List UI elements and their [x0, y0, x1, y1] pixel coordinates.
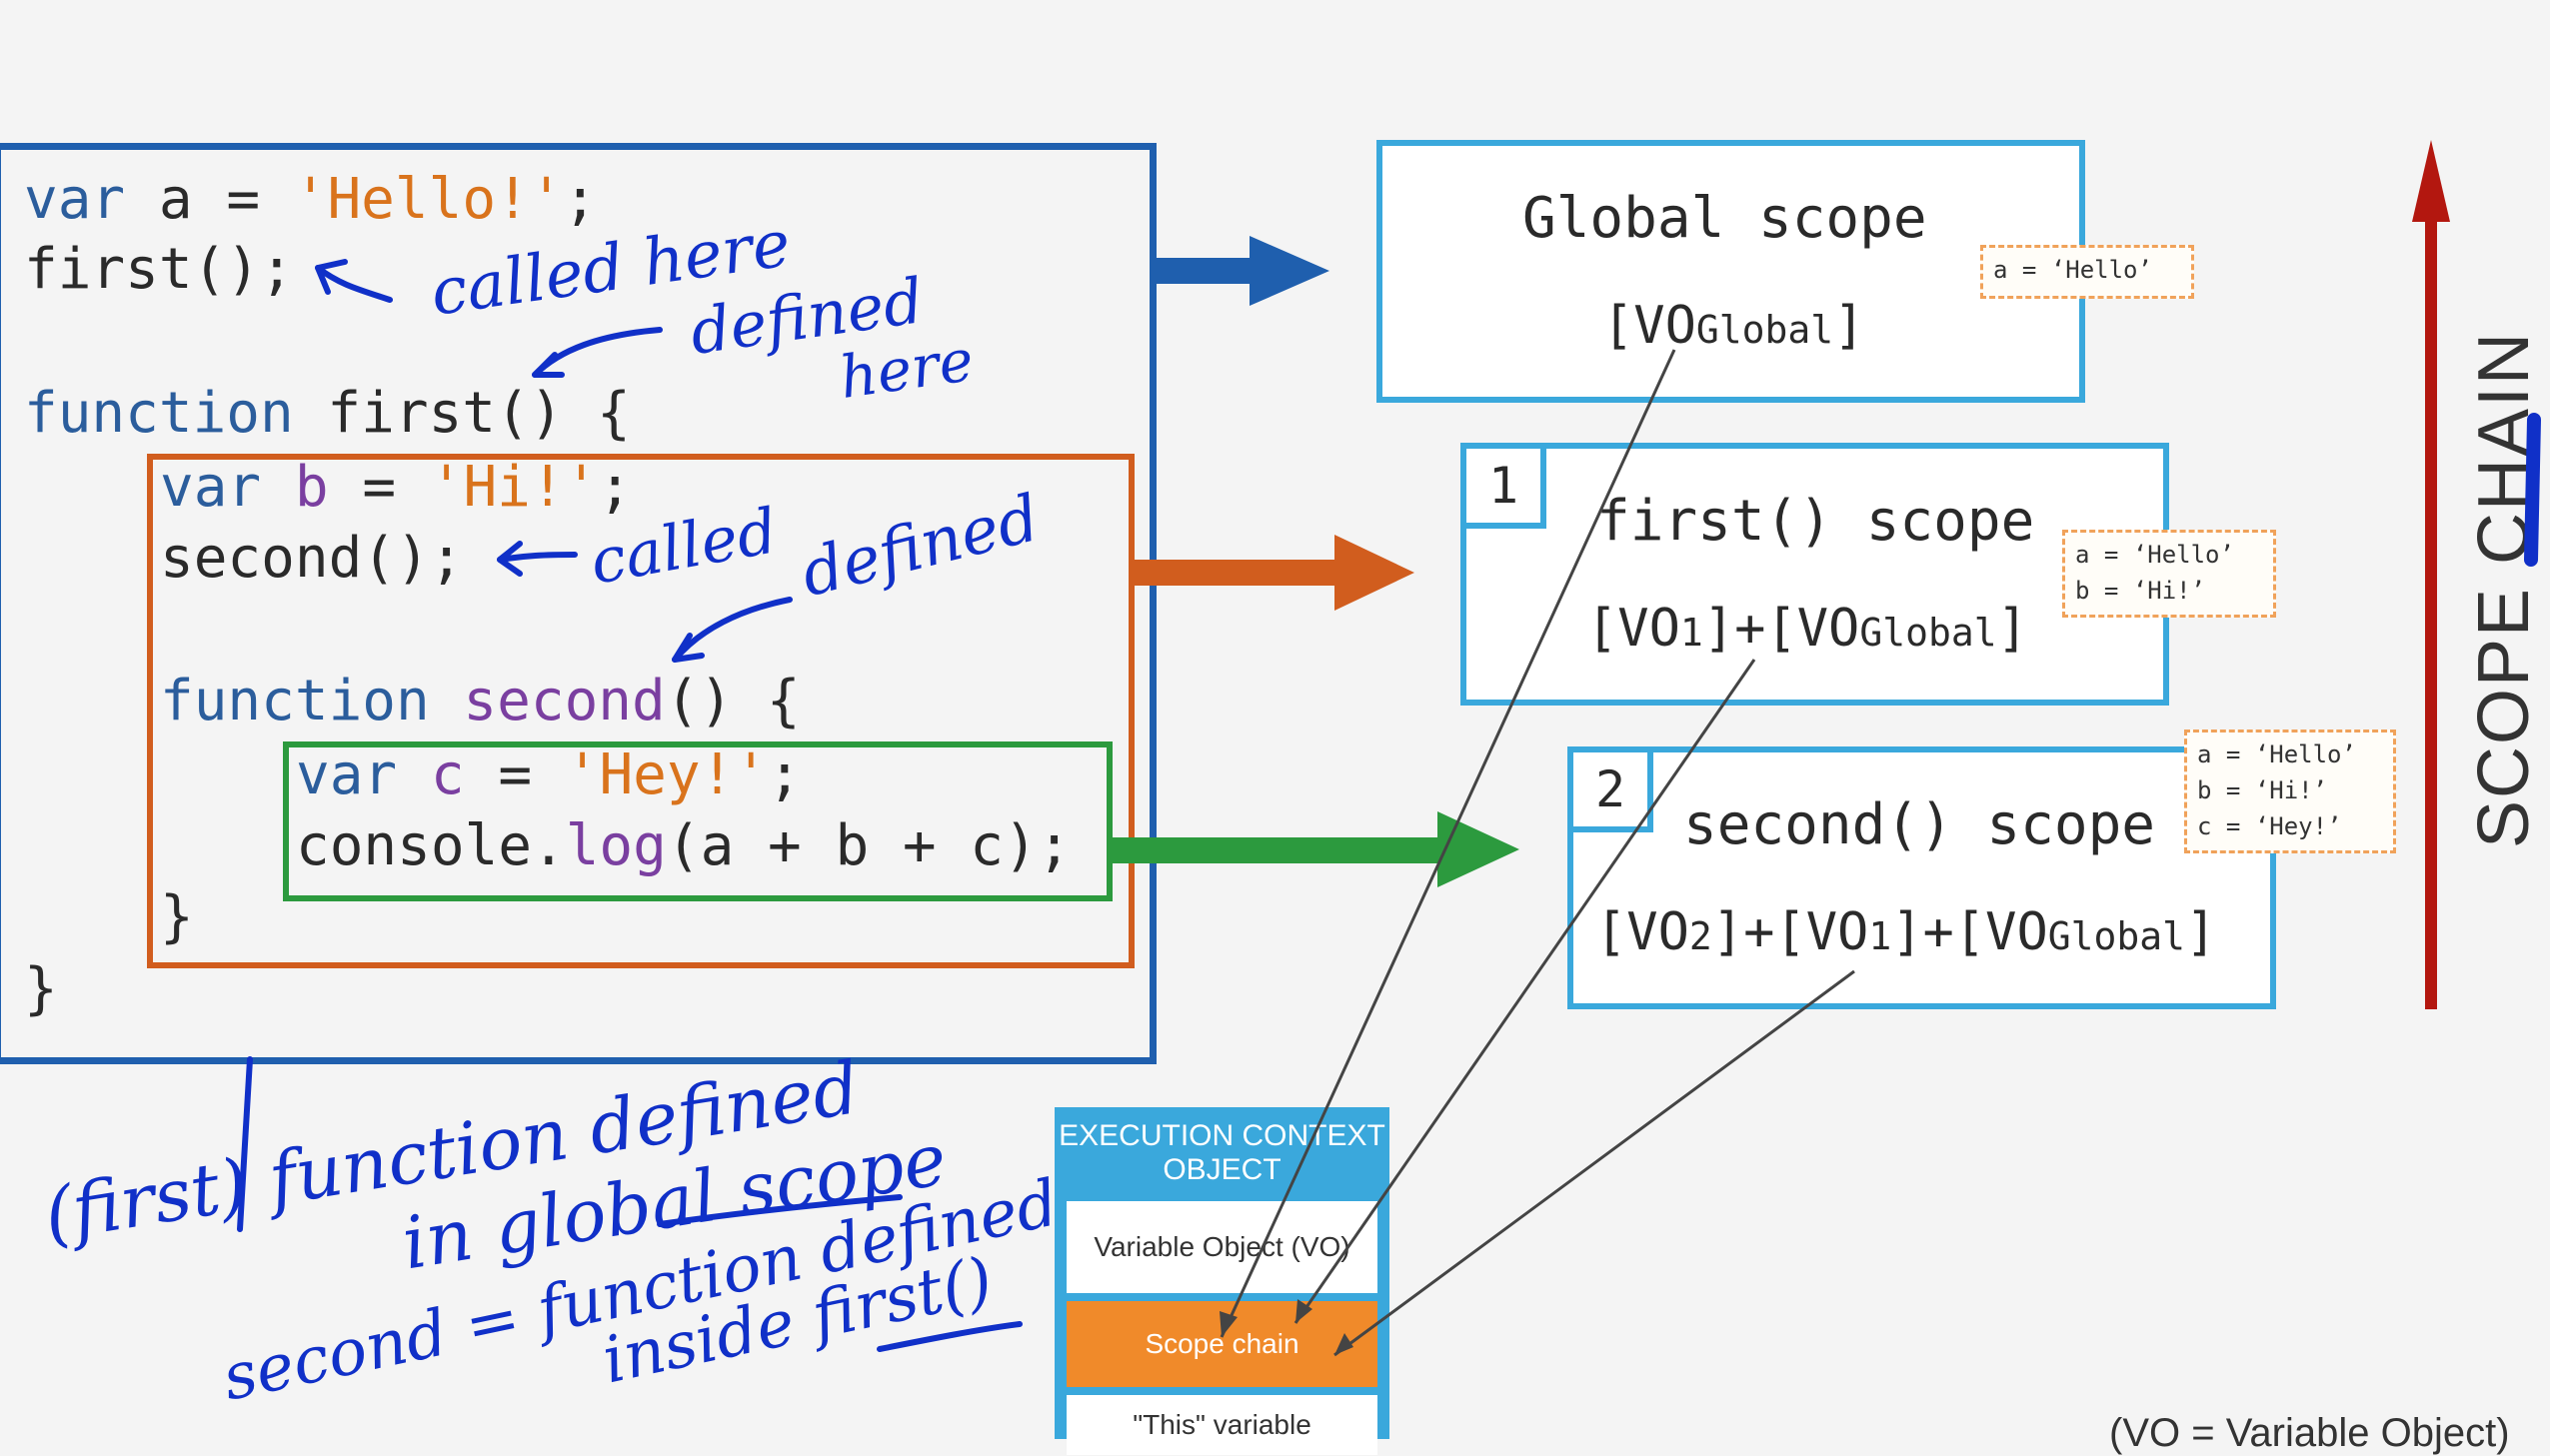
code-line-close-first: } [24, 956, 58, 1021]
global-scope-box: Global scope [VOGlobal] [1376, 140, 2085, 403]
first-function-code-box [147, 454, 1135, 968]
hand-mark-right [2524, 413, 2541, 567]
orange-arrow-head [1334, 535, 1414, 611]
first-scope-vars: a = ‘Hello’b = ‘Hi!’ [2062, 530, 2276, 618]
hand-arrow-defined [672, 597, 793, 663]
pointer-head-first [1295, 1299, 1312, 1323]
exec-scope-chain-row: Scope chain [1067, 1301, 1377, 1387]
hand-arrow-called-here [315, 265, 393, 303]
execution-context-object: EXECUTION CONTEXT OBJECT Variable Object… [1055, 1107, 1389, 1455]
first-scope-badge: 1 [1460, 443, 1546, 529]
second-scope-box: second() scope [VO2]+[VO1]+[VOGlobal] [1567, 746, 2276, 1009]
global-scope-vo: [VOGlobal] [1602, 296, 1865, 356]
code-line-function-second: function second() { [160, 669, 801, 733]
hand-underline-global-scope [657, 1194, 903, 1227]
scope-chain-arrow-shaft [2425, 220, 2437, 1009]
second-scope-vars: a = ‘Hello’b = ‘Hi!’c = ‘Hey!’ [2184, 729, 2396, 853]
blue-arrow-head [1250, 236, 1329, 306]
global-scope-vars: a = ‘Hello’ [1980, 245, 2194, 299]
code-line-var-c: var c = 'Hey!'; [296, 742, 802, 807]
first-scope-box: first() scope [VO1]+[VOGlobal] [1460, 443, 2169, 706]
first-scope-title: first() scope [1596, 489, 2035, 554]
second-scope-badge: 2 [1567, 746, 1653, 832]
orange-arrow-shaft [1135, 560, 1344, 586]
code-line-close-second: } [160, 884, 194, 949]
global-scope-title: Global scope [1522, 186, 1927, 251]
scope-chain-arrow-head [2412, 140, 2450, 222]
green-arrow-shaft [1113, 837, 1442, 863]
green-arrow-head [1437, 811, 1519, 887]
global-code-box [0, 143, 1157, 1064]
blue-arrow-shaft [1157, 258, 1257, 284]
pointer-line-global [1220, 349, 1676, 1338]
second-scope-vo: [VO2]+[VO1]+[VOGlobal] [1595, 902, 2217, 962]
hand-arrow-called [497, 552, 578, 563]
pointer-line-second [1333, 969, 1855, 1357]
hand-underline-first [877, 1321, 1023, 1352]
pointer-head-second [1334, 1333, 1353, 1355]
pointer-line-first [1293, 659, 1756, 1324]
code-line-second-call: second(); [160, 526, 464, 591]
code-line-first-call: first(); [24, 237, 294, 302]
execution-context-header: EXECUTION CONTEXT OBJECT [1059, 1119, 1385, 1186]
second-scope-title: second() scope [1683, 792, 2156, 857]
second-function-code-box [283, 741, 1113, 901]
hand-stroke-f [237, 1056, 253, 1232]
code-line-function-first: function first() { [24, 381, 631, 446]
first-scope-vo: [VO1]+[VOGlobal] [1586, 599, 2028, 659]
code-line-var-b: var b = 'Hi!'; [160, 455, 633, 520]
code-line-var-a: var a = 'Hello!'; [24, 167, 598, 232]
code-line-console-log: console.log(a + b + c); [296, 813, 1072, 878]
pointer-head-global [1220, 1311, 1238, 1337]
